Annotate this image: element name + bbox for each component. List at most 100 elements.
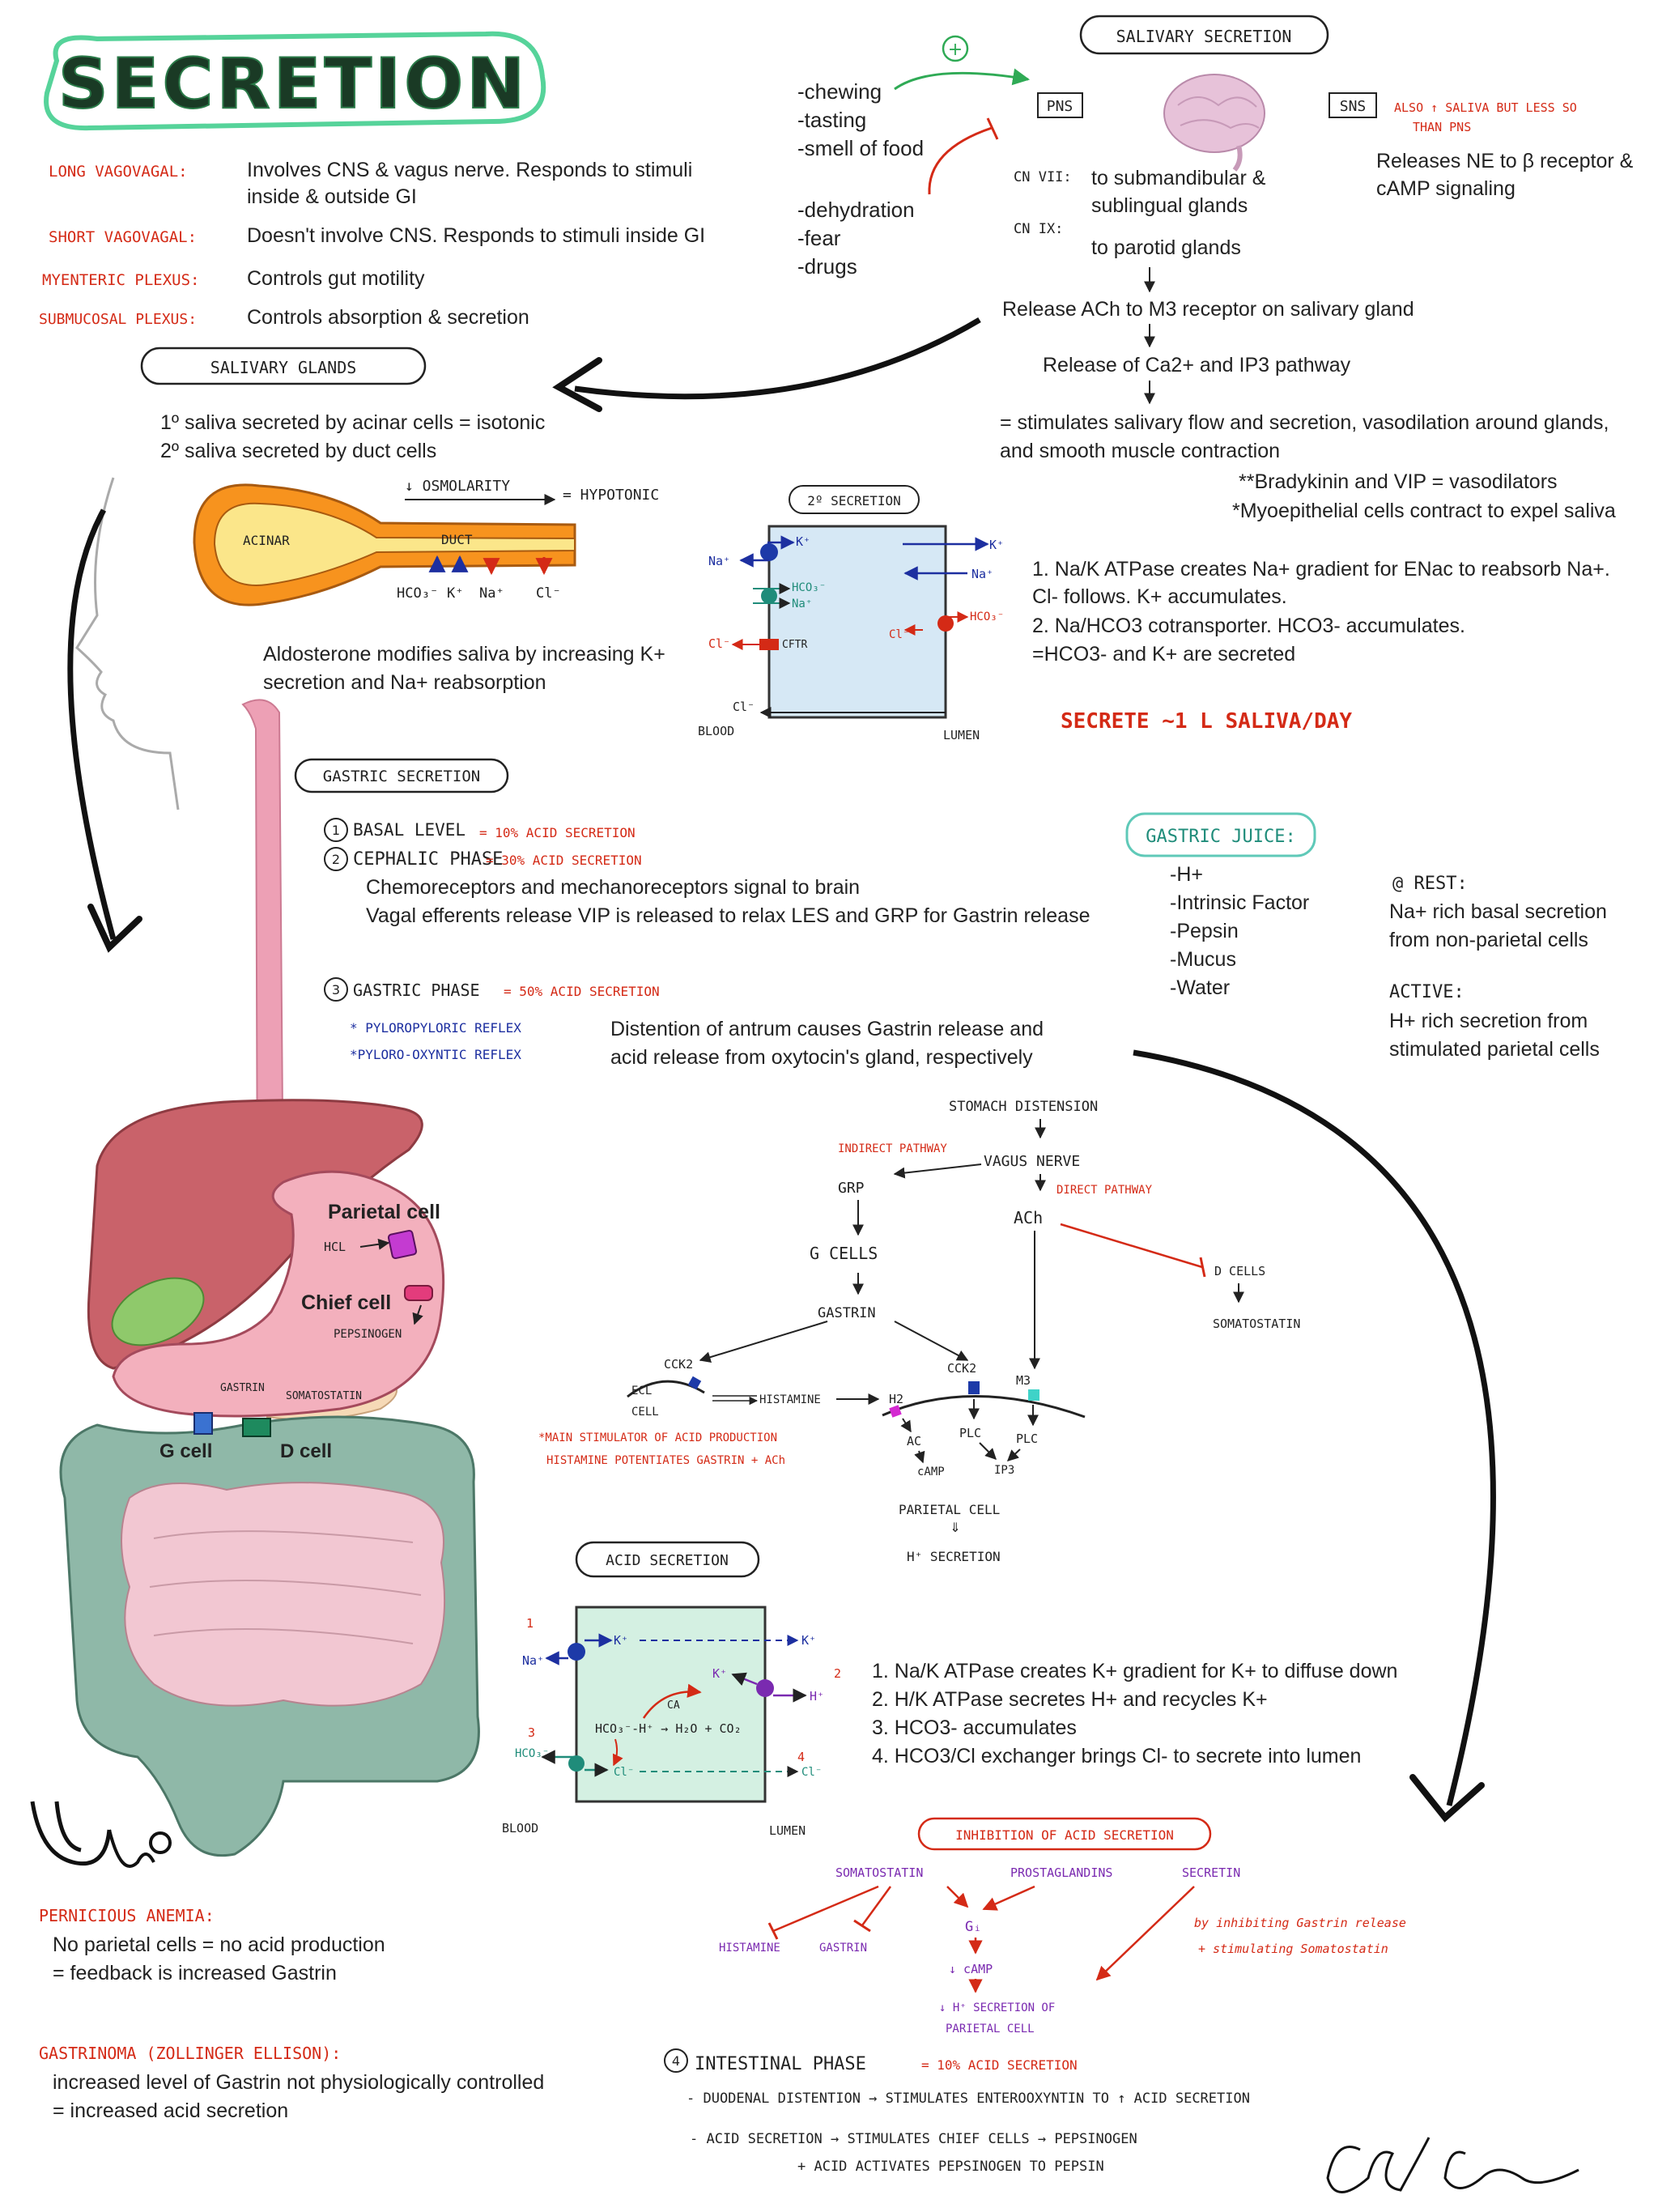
m3-receptor: [1028, 1389, 1039, 1401]
def-text-myenteric: Controls gut motility: [247, 267, 425, 290]
aldosterone-2: secretion and Na+ reabsorption: [263, 671, 546, 694]
sec-cl-basal: Cl⁻: [708, 636, 730, 651]
inh-gi: Gᵢ: [965, 1919, 981, 1935]
salivary-secretion-heading-box: [1079, 15, 1329, 55]
stethoscope-icon: [30, 1801, 172, 1868]
sec-cl-blood: Cl⁻: [733, 700, 755, 714]
sec-point-1: 1. Na/K ATPase creates Na+ gradient for …: [1032, 558, 1610, 581]
big-arrow-to-stomach: [67, 508, 117, 940]
inh-somatostatin: SOMATOSTATIN: [835, 1865, 923, 1880]
intestinal-pct: = 10% ACID SECRETION: [921, 2057, 1078, 2073]
def-term-myenteric: MYENTERIC PLEXUS:: [42, 271, 199, 289]
pw-distension: STOMACH DISTENSION: [949, 1099, 1098, 1115]
sns-text-1: Releases NE to β receptor &: [1376, 150, 1634, 172]
pw-vagus: VAGUS NERVE: [984, 1153, 1080, 1170]
cck2-receptor-ecl: [687, 1376, 702, 1390]
intestinal-line-3: + ACID ACTIVATES PEPSINOGEN TO PEPSIN: [797, 2159, 1104, 2175]
definitions-block: LONG VAGOVAGAL: Involves CNS & vagus ner…: [39, 159, 705, 329]
pw-direct: DIRECT PATHWAY: [1056, 1184, 1153, 1197]
inh-secretin-arrow: [1095, 1886, 1195, 1981]
acid-hco3-down-arrow: [612, 1738, 623, 1767]
pw-double-arrow: ⇓: [950, 1520, 960, 1535]
saliva-line-2: 2º saliva secreted by duct cells: [160, 440, 436, 462]
big-arrow-head-right: [1409, 1774, 1485, 1823]
acid-na-label: Na⁺: [522, 1653, 544, 1668]
pepsinogen-arrow: [412, 1304, 423, 1325]
inhibition-heading: INHIBITION OF ACID SECRETION: [955, 1827, 1174, 1843]
inh-gi-arrow-b: [982, 1885, 1035, 1911]
page-title: SECRETION: [58, 44, 529, 125]
cephalic-num-circle: [324, 847, 348, 871]
sec-point-2: Cl- follows. K+ accumulates.: [1032, 585, 1287, 608]
plus-sign: +: [948, 40, 963, 60]
gastric-secretion-section: GASTRIC SECRETION 1 BASAL LEVEL = 10% AC…: [294, 758, 1090, 1069]
stimulator-tasting: -tasting: [797, 108, 866, 132]
inhibitor-dehydration: -dehydration: [797, 198, 915, 222]
hk-atpase-pump: [756, 1679, 774, 1697]
intestinal-line-2: - ACID SECRETION → STIMULATES CHIEF CELL…: [690, 2131, 1137, 2147]
note-bradykinin: **Bradykinin and VIP = vasodilators: [1239, 470, 1558, 493]
title-badge: SECRETION: [44, 31, 546, 131]
acid-cl-label: Cl⁻: [614, 1766, 634, 1779]
gastric-label: GASTRIC PHASE: [353, 981, 480, 1000]
acid-point-1: 1. Na/K ATPase creates K+ gradient for K…: [872, 1660, 1397, 1682]
inh-gi-arrow-a: [946, 1886, 969, 1908]
sec-k-lumen: K⁺: [989, 538, 1004, 552]
acid-blood-label: BLOOD: [502, 1821, 538, 1836]
pw-indirect: INDIRECT PATHWAY: [838, 1142, 947, 1155]
cephalic-num: 2: [332, 852, 340, 867]
pw-h-secretion: H⁺ SECRETION: [907, 1549, 1001, 1564]
cftr-channel: [759, 639, 779, 650]
parietal-cell-membrane: [882, 1395, 1086, 1419]
acid-secretion-heading: ACID SECRETION: [606, 1552, 729, 1569]
pw-arrow-grp: [893, 1163, 982, 1179]
acid-h-label: H⁺: [810, 1689, 824, 1704]
inhibit-bar: [986, 117, 999, 140]
acid-point-4: 4. HCO3/Cl exchanger brings Cl- to secre…: [872, 1745, 1361, 1767]
reflex-pyloro-oxyntic: *PYLORO-OXYNTIC REFLEX: [350, 1047, 521, 1062]
active-label: ACTIVE:: [1389, 982, 1465, 1002]
intestinal-label: INTESTINAL PHASE: [695, 2054, 866, 2074]
pw-note-main: *MAIN STIMULATOR OF ACID PRODUCTION: [538, 1431, 777, 1444]
chief-cell-label: Chief cell: [301, 1291, 391, 1314]
gastric-juice-heading-box: [1125, 812, 1316, 857]
sec-na-lumen: Na⁺: [971, 567, 993, 581]
gastrin-label: GASTRIN: [220, 1382, 265, 1394]
acid-marker-4: 4: [797, 1750, 805, 1764]
stimulator-chewing: -chewing: [797, 79, 882, 104]
pa-line-2: = feedback is increased Gastrin: [53, 1962, 337, 1984]
pw-plc-1: PLC: [959, 1426, 981, 1440]
pw-ip3: IP3: [994, 1464, 1014, 1477]
cephalic-pct: = 30% ACID SECRETION: [486, 853, 642, 868]
reflex-pyloropyloric: * PYLOROPYLORIC REFLEX: [350, 1020, 521, 1036]
saliva-per-day: SECRETE ~1 L SALIVA/DAY: [1061, 709, 1352, 734]
sec-na-in: Na⁺: [792, 598, 812, 610]
signature: [1326, 2137, 1579, 2193]
stomach: [112, 1170, 445, 1418]
sns-note-2: THAN PNS: [1413, 120, 1471, 134]
pw-arrow-cck2b: [894, 1321, 969, 1361]
pw-arrow-cck2a: [699, 1321, 828, 1363]
duct-label: DUCT: [441, 532, 473, 547]
ion-hco3: HCO₃⁻: [397, 585, 438, 602]
juice-item-pepsin: -Pepsin: [1170, 920, 1239, 942]
somatostatin-label: SOMATOSTATIN: [286, 1390, 362, 1402]
inh-secretin-note-2: + stimulating Somatostatin: [1198, 1942, 1388, 1956]
big-arrow-to-glands: [574, 317, 981, 400]
gastric-juice-heading: GASTRIC JUICE:: [1146, 827, 1295, 847]
salivary-glands-heading: SALIVARY GLANDS: [210, 358, 357, 377]
ze-line-2: = increased acid secretion: [53, 2099, 288, 2122]
pw-ac: AC: [907, 1434, 921, 1448]
inh-gastrin-line: [861, 1886, 892, 1926]
acid-k-recycle-arrow: [731, 1672, 758, 1686]
sns-label: SNS: [1340, 98, 1367, 115]
acid-secretion-section: ACID SECRETION 1 2 3 4 K⁺ Na⁺ K⁺ H⁺ K⁺ C…: [502, 1541, 1397, 1838]
pw-inhibit-bar: [1199, 1257, 1206, 1278]
parietal-cell-icon: [387, 1229, 418, 1260]
cn9-text: to parotid glands: [1091, 236, 1241, 259]
def-term-short: SHORT VAGOVAGAL:: [49, 228, 197, 246]
pw-camp: cAMP: [917, 1465, 945, 1478]
juice-item-if: -Intrinsic Factor: [1170, 891, 1309, 914]
big-arrow-right: [1133, 1049, 1496, 1806]
cn7-text-1: to submandibular &: [1091, 167, 1266, 189]
